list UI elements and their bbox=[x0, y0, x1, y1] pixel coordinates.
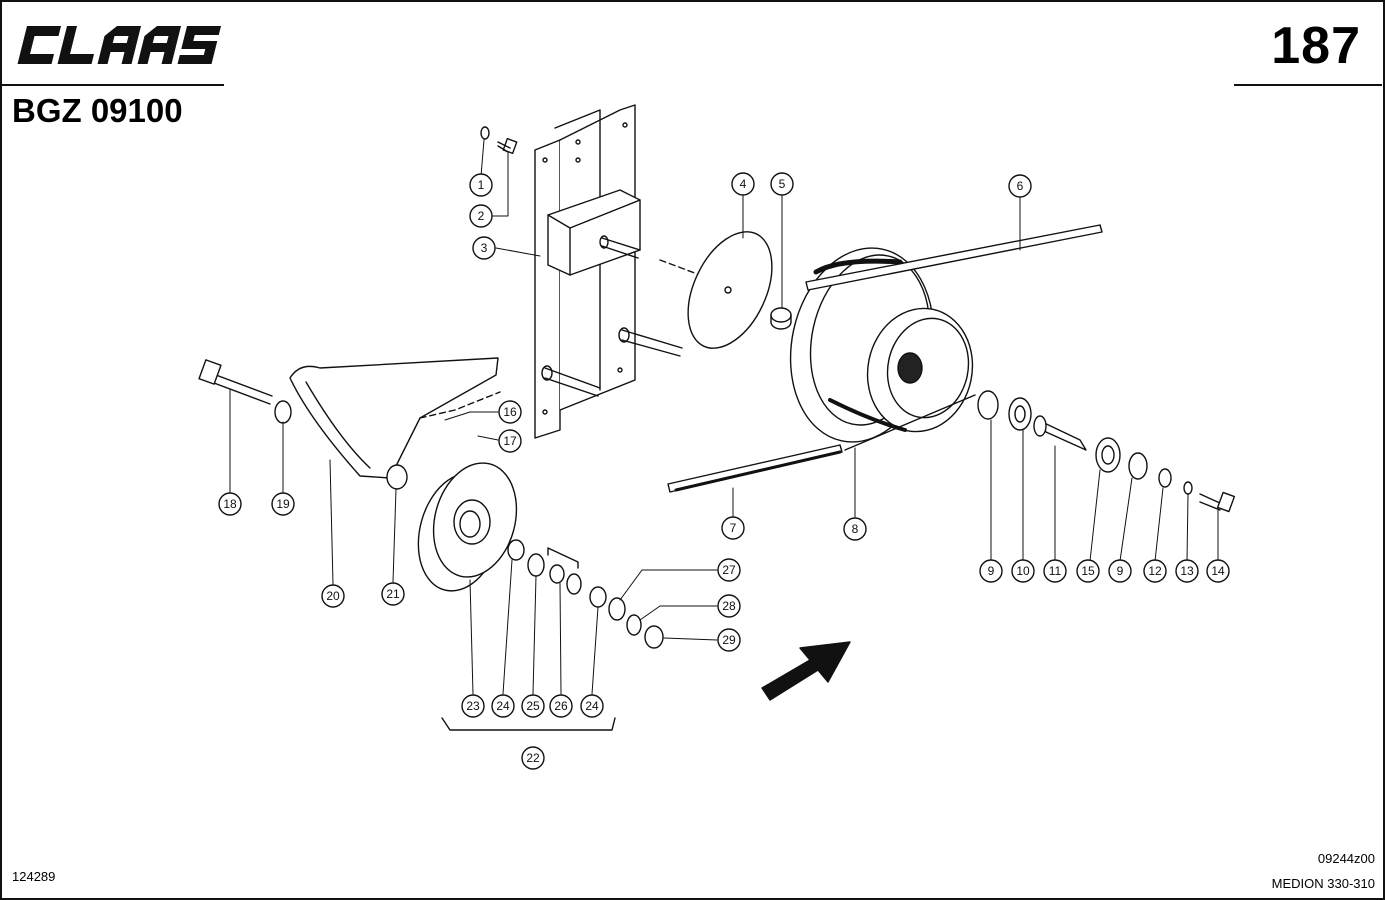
callout-label: 24 bbox=[585, 699, 599, 713]
bearing-10 bbox=[1008, 397, 1032, 431]
callout-label: 12 bbox=[1148, 564, 1162, 578]
bolt-18 bbox=[205, 371, 273, 405]
circlip-9 bbox=[1128, 452, 1148, 480]
belt bbox=[805, 224, 1103, 291]
footer-code: 124289 bbox=[12, 869, 56, 884]
callout-label: 26 bbox=[554, 699, 568, 713]
callout-label: 14 bbox=[1211, 564, 1225, 578]
callout-label: 18 bbox=[223, 497, 237, 511]
callout-label: 23 bbox=[466, 699, 480, 713]
callout-label: 15 bbox=[1081, 564, 1095, 578]
callout-label: 8 bbox=[852, 522, 859, 536]
washer-1 bbox=[480, 126, 490, 140]
circlip-9 bbox=[977, 390, 999, 420]
callout-label: 21 bbox=[386, 587, 400, 601]
idler-pulley bbox=[417, 462, 518, 592]
disc bbox=[687, 231, 773, 349]
model-label: MEDION 330-310 bbox=[1271, 876, 1375, 891]
callout-label: 1 bbox=[478, 178, 485, 192]
claas-logo bbox=[17, 26, 222, 64]
bolt-2 bbox=[497, 137, 518, 155]
callout-label: 10 bbox=[1016, 564, 1030, 578]
callout-label: 6 bbox=[1017, 179, 1024, 193]
page-number: 187 bbox=[1271, 17, 1361, 75]
callout-label: 19 bbox=[276, 497, 290, 511]
header-rule bbox=[2, 84, 224, 86]
idler-arm bbox=[289, 357, 499, 479]
washer-12 bbox=[1158, 468, 1172, 488]
drawing-reference: 09244z00 bbox=[1317, 851, 1375, 866]
callout-label: 28 bbox=[722, 599, 736, 613]
assembly-code: BGZ 09100 bbox=[12, 92, 183, 129]
large-pulley bbox=[789, 247, 974, 443]
callout-label: 29 bbox=[722, 633, 736, 647]
callout-label: 11 bbox=[1049, 564, 1062, 578]
bearing-15 bbox=[1095, 437, 1121, 473]
callout-label: 3 bbox=[481, 241, 488, 255]
callout-label: 16 bbox=[503, 405, 517, 419]
bush-21 bbox=[386, 464, 408, 490]
callout-labels: 1 2 3 4 5 6 7 8 9 10 11 15 9 12 13 14 16… bbox=[223, 177, 1225, 765]
bracket-plate bbox=[534, 104, 701, 439]
callout-label: 4 bbox=[740, 177, 747, 191]
callout-label: 9 bbox=[1117, 564, 1124, 578]
callout-label: 25 bbox=[526, 699, 540, 713]
bolt-14 bbox=[1199, 493, 1223, 511]
callout-label: 20 bbox=[326, 589, 340, 603]
callout-label: 24 bbox=[496, 699, 510, 713]
direction-arrow bbox=[761, 641, 851, 701]
callout-label: 17 bbox=[503, 434, 517, 448]
callout-label: 9 bbox=[988, 564, 995, 578]
callout-label: 5 bbox=[779, 177, 786, 191]
callout-label: 7 bbox=[730, 521, 737, 535]
callout-label: 13 bbox=[1180, 564, 1194, 578]
callout-label: 27 bbox=[722, 563, 736, 577]
callout-label: 2 bbox=[478, 209, 485, 223]
washer-13 bbox=[1183, 481, 1193, 495]
header-rule bbox=[1234, 84, 1382, 86]
callout-group bbox=[218, 172, 1230, 770]
callout-label: 22 bbox=[526, 751, 540, 765]
washer-19 bbox=[274, 400, 292, 424]
